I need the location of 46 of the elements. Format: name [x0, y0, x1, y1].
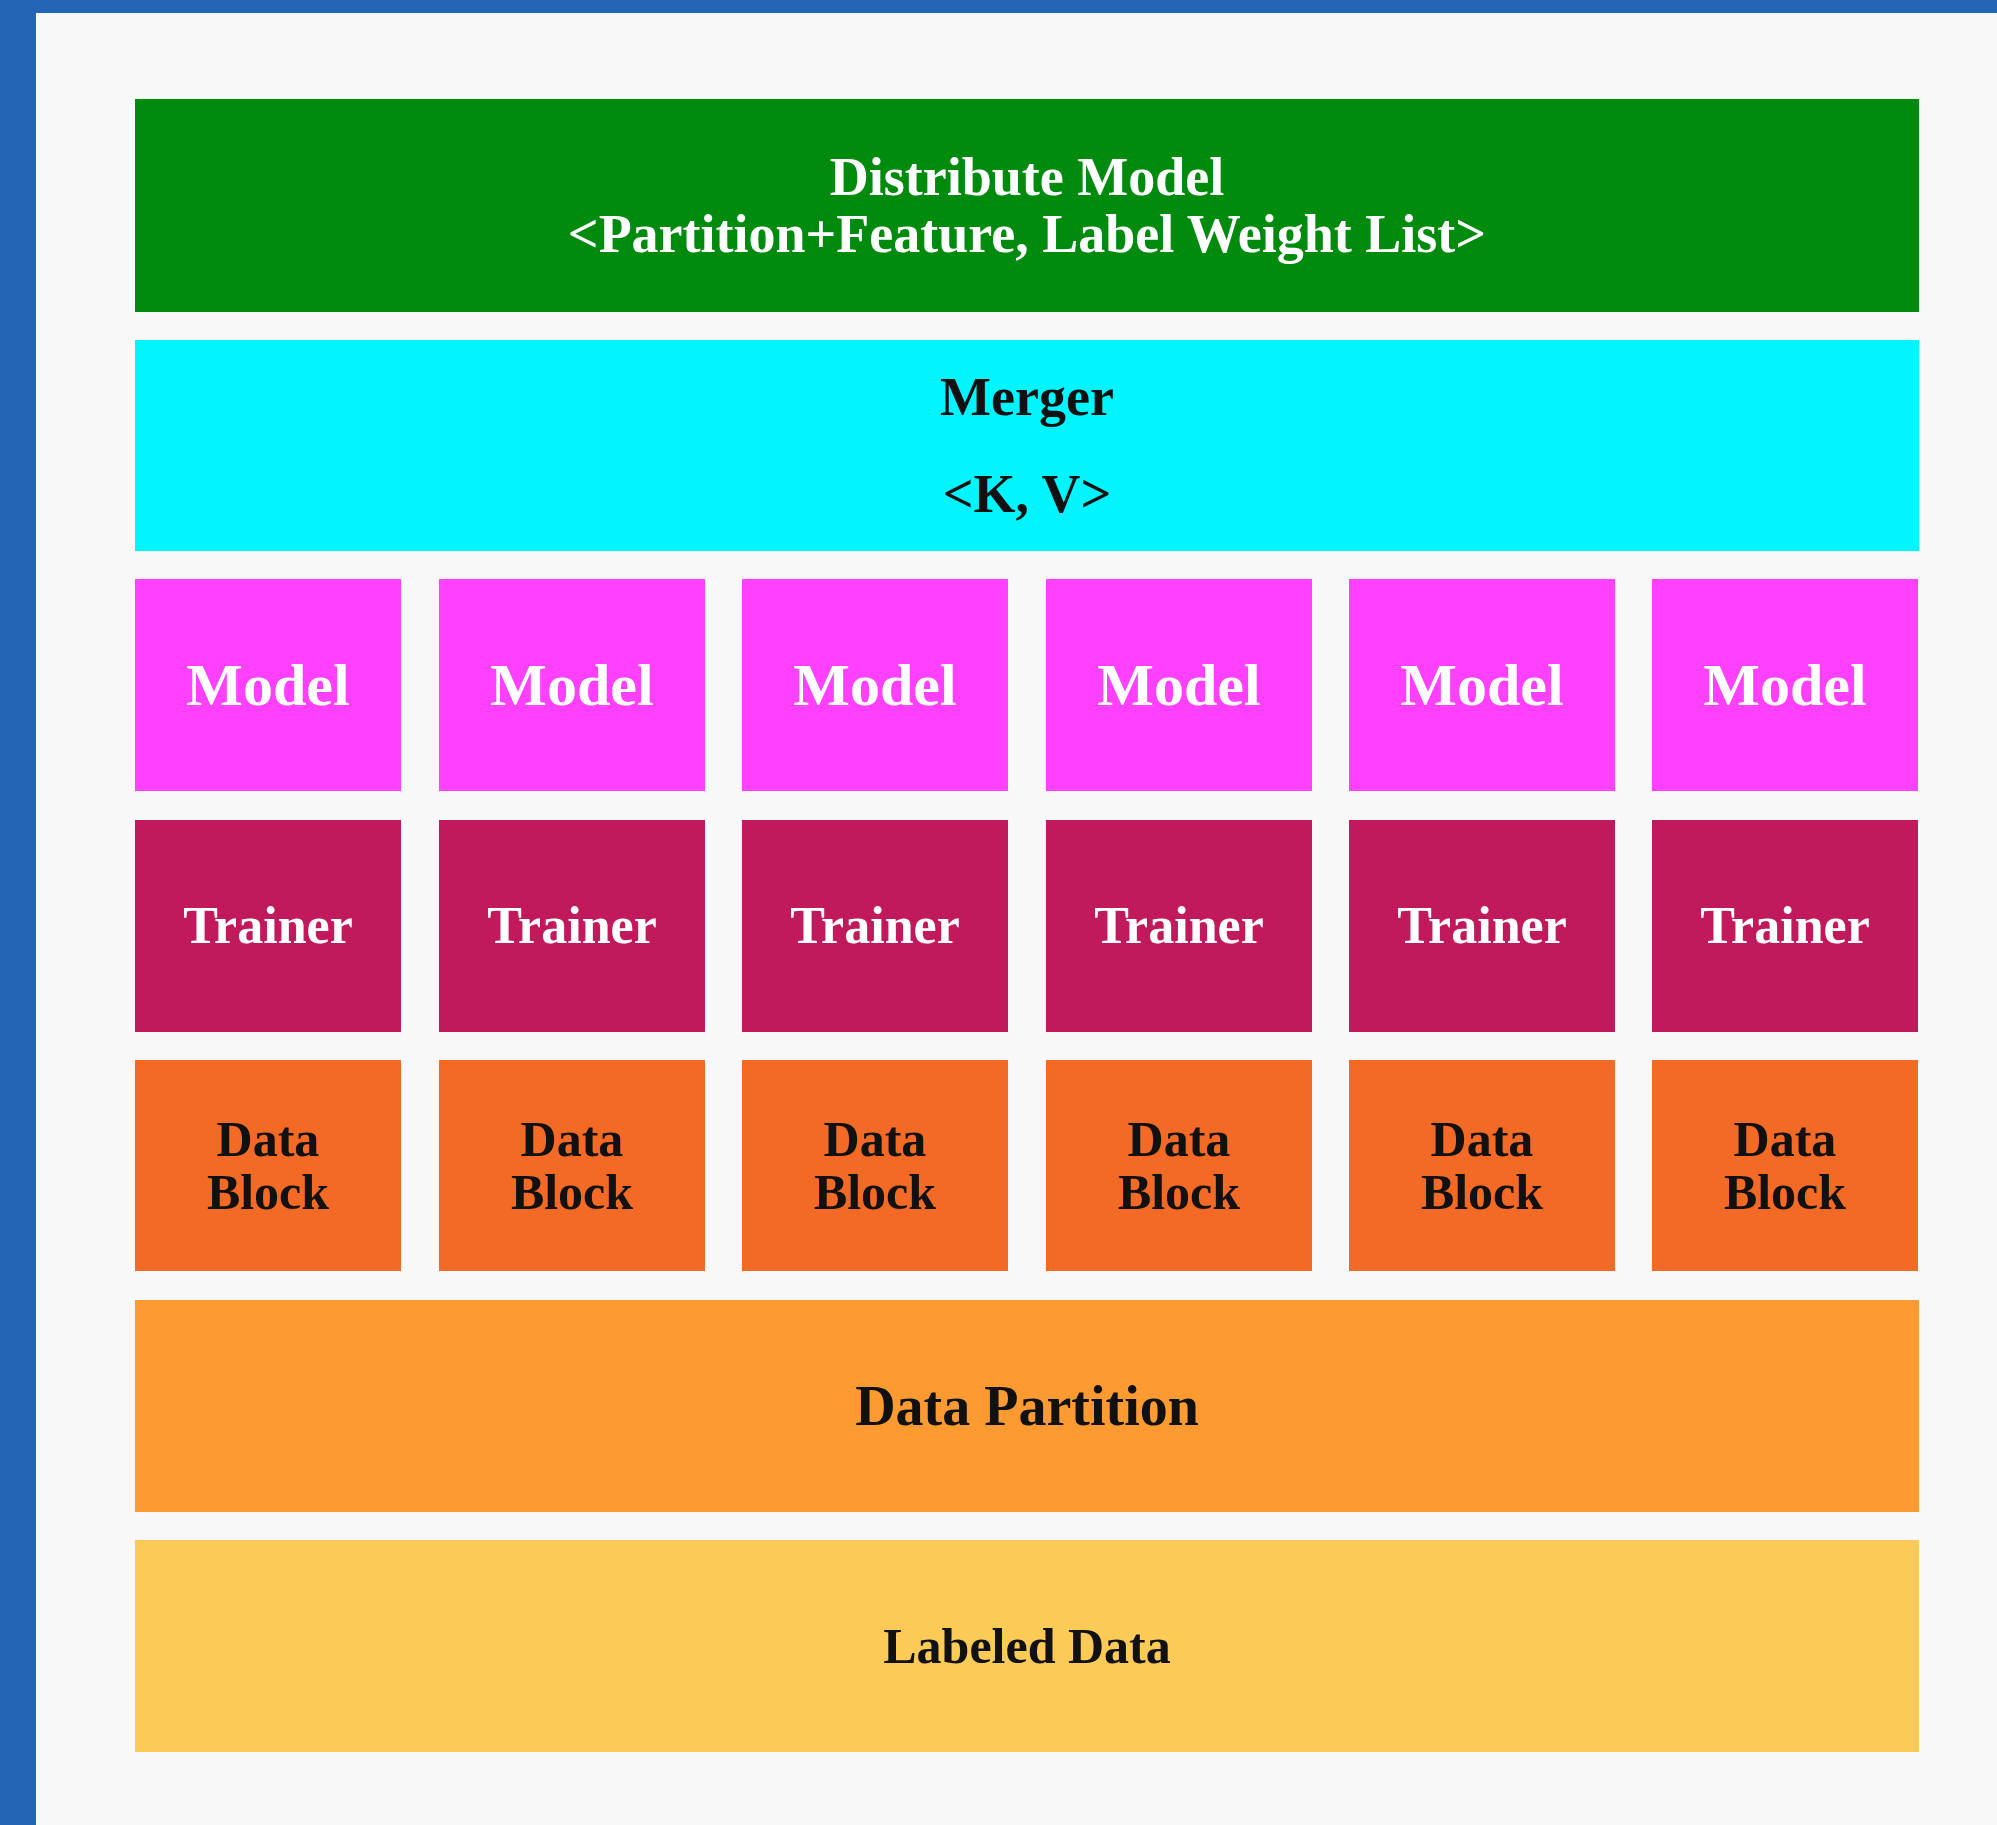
heading-text: Data Block — [509, 1113, 635, 1218]
model-band — [135, 99, 1919, 312]
heading-text: Data Block — [812, 1113, 938, 1218]
trainer-box — [439, 820, 705, 1032]
heading-text: Trainer — [790, 898, 960, 954]
model-box — [135, 579, 401, 791]
trainer-box — [1652, 820, 1918, 1032]
data-band — [135, 1540, 1919, 1752]
trainer-box — [1349, 820, 1615, 1032]
subtitle-text: <K, V> — [942, 465, 1112, 523]
model-box — [1652, 579, 1918, 791]
data-block-box — [439, 1060, 705, 1271]
data-block-box — [1046, 1060, 1312, 1271]
trainer-box — [742, 820, 1008, 1032]
heading-text: Model — [186, 653, 350, 717]
heading-text: Model — [1400, 653, 1564, 717]
merger-band — [135, 340, 1919, 551]
data-block-box — [135, 1060, 401, 1271]
heading-text: Model — [1097, 653, 1261, 717]
heading-text: Trainer — [183, 898, 353, 954]
heading-text: Distribute Model — [829, 148, 1225, 206]
heading-text: Data Block — [1116, 1113, 1242, 1218]
partition-band — [135, 1300, 1919, 1512]
subtitle-text: <Partition+Feature, Label Weight List> — [567, 205, 1487, 263]
heading-text: Trainer — [1700, 898, 1870, 954]
heading-text: Trainer — [1397, 898, 1567, 954]
heading-text: Trainer — [487, 898, 657, 954]
heading-text: Data Block — [205, 1113, 331, 1218]
data-block-box — [1652, 1060, 1918, 1271]
heading-text: Data Block — [1722, 1113, 1848, 1218]
trainer-box — [1046, 820, 1312, 1032]
heading-text: Model — [1703, 653, 1867, 717]
model-box — [742, 579, 1008, 791]
heading-text: Merger — [940, 368, 1114, 426]
model-box — [1349, 579, 1615, 791]
model-box — [439, 579, 705, 791]
data-block-box — [1349, 1060, 1615, 1271]
heading-text: Trainer — [1094, 898, 1264, 954]
model-box — [1046, 579, 1312, 791]
trainer-box — [135, 820, 401, 1032]
heading-text: Data Block — [1419, 1113, 1545, 1218]
data-block-box — [742, 1060, 1008, 1271]
heading-text: Data Partition — [855, 1376, 1199, 1436]
heading-text: Model — [490, 653, 654, 717]
heading-text: Labeled Data — [883, 1619, 1171, 1673]
heading-text: Model — [793, 653, 957, 717]
